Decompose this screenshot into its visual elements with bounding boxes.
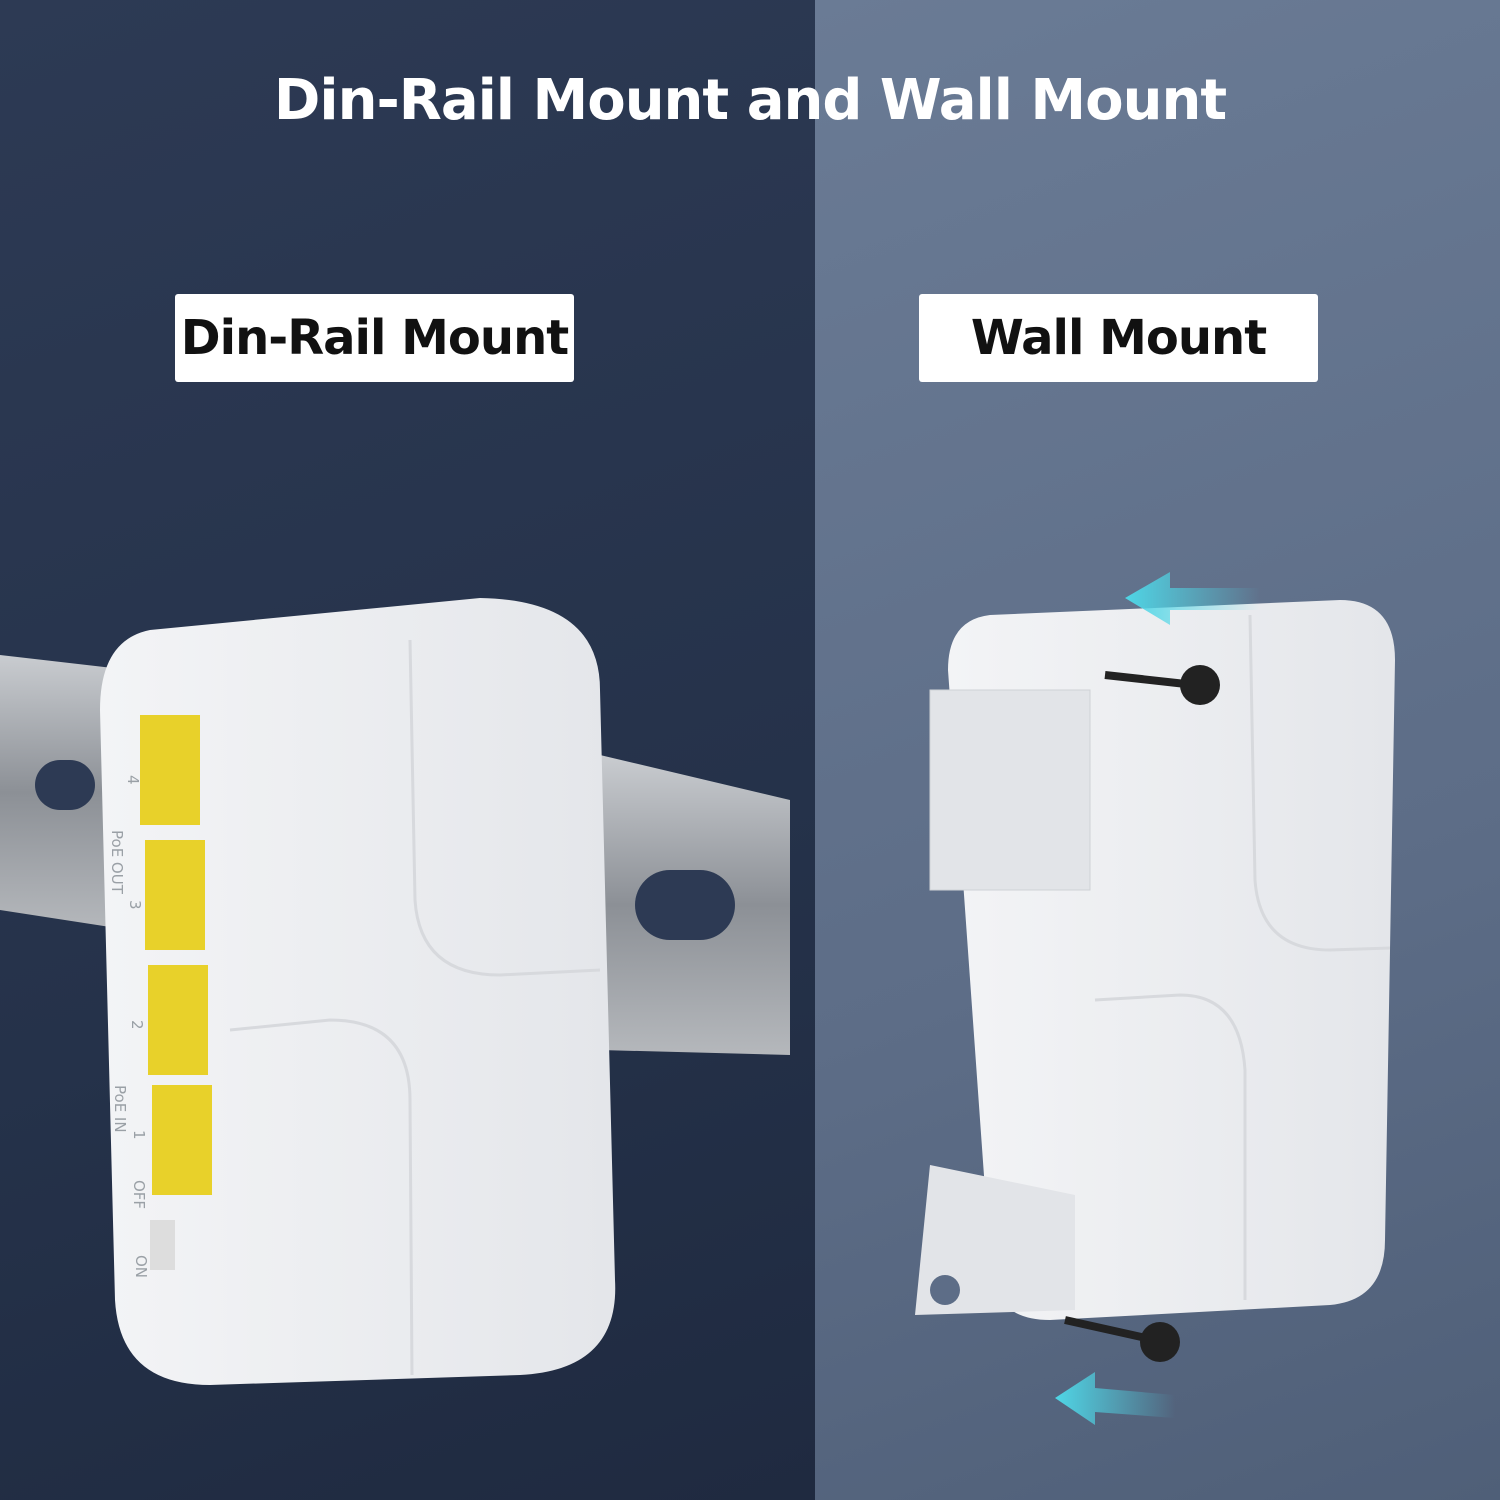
wall-mount-label: Wall Mount xyxy=(919,294,1318,382)
switch-off-marking: OFF xyxy=(130,1180,148,1209)
port-4 xyxy=(140,715,200,825)
page-title: Din-Rail Mount and Wall Mount xyxy=(273,68,1227,133)
poe-in-marking: PoE IN xyxy=(111,1085,129,1133)
poe-switch-wall xyxy=(915,572,1395,1425)
din-rail xyxy=(0,655,790,1055)
port-3 xyxy=(145,840,205,950)
screw-icon xyxy=(1064,665,1220,1362)
rj45-ports xyxy=(140,715,212,1270)
port-label-1: 1 xyxy=(130,1130,148,1140)
poe-switch-din: PoE OUT PoE IN 4 3 2 1 OFF ON xyxy=(100,598,616,1385)
port-1 xyxy=(152,1085,212,1195)
power-switch xyxy=(150,1220,175,1270)
port-2 xyxy=(148,965,208,1075)
port-label-3: 3 xyxy=(126,900,144,910)
switch-on-marking: ON xyxy=(132,1255,150,1278)
port-label-2: 2 xyxy=(128,1020,146,1030)
arrow-left-icon xyxy=(1055,572,1260,1425)
poe-out-marking: PoE OUT xyxy=(108,830,126,895)
wall-bracket xyxy=(915,1165,1075,1315)
din-rail-mount-label: Din-Rail Mount xyxy=(175,294,574,382)
port-label-4: 4 xyxy=(124,775,142,785)
din-clip xyxy=(929,689,1091,891)
